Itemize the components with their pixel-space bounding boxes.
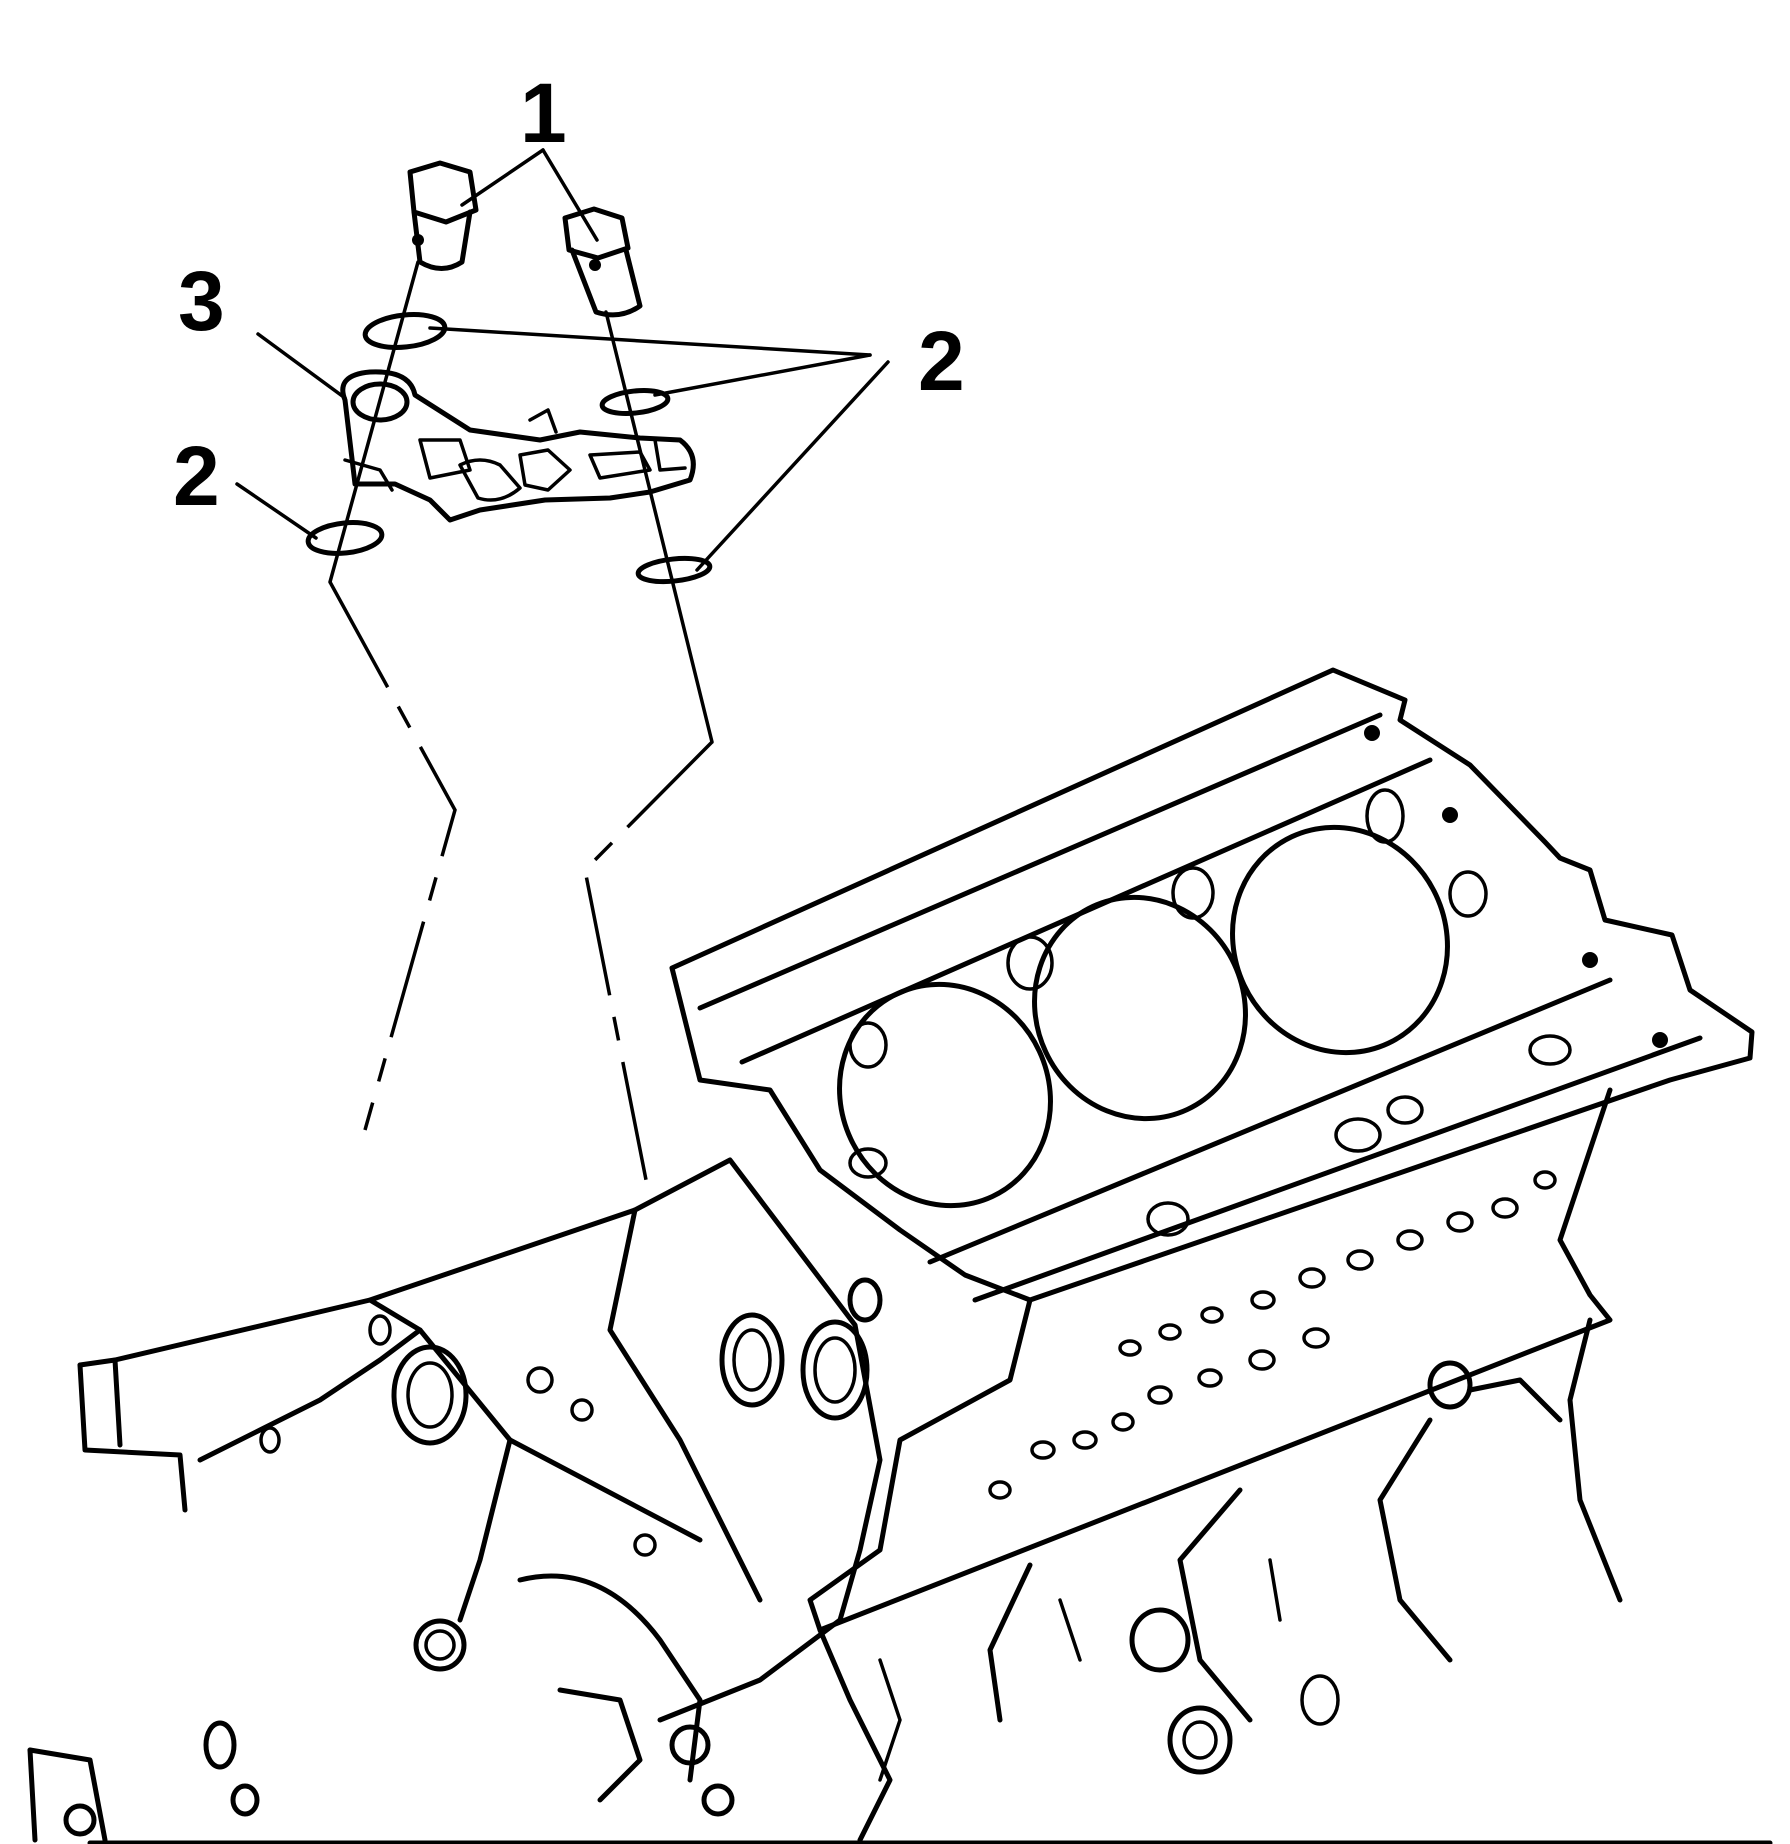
o-ring-lower-left: [305, 520, 385, 556]
engine-block: [27, 667, 1773, 1844]
callout-labels: 1 2 2 3: [173, 66, 965, 523]
bolt-left: [407, 160, 479, 271]
callout-oil-manifold: 3: [178, 254, 225, 348]
installation-path-left: [328, 260, 457, 1131]
installation-path-right: [583, 310, 714, 1191]
o-ring-upper-right: [599, 388, 671, 416]
callout-o-rings-right: 2: [918, 314, 965, 408]
o-ring-lower-right: [635, 555, 713, 585]
o-ring-upper-left: [362, 312, 448, 350]
callout-bolts: 1: [520, 66, 567, 160]
oil-manifold: [340, 369, 696, 523]
callout-o-rings-left: 2: [173, 429, 220, 523]
callout-leaders: [235, 148, 890, 572]
bolt-right: [562, 206, 643, 318]
